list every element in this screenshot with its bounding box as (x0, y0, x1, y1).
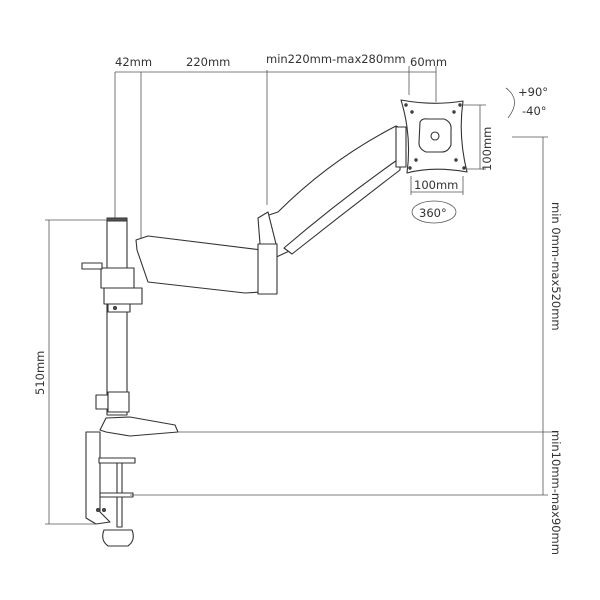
label-vesa-width: 100mm (414, 178, 458, 192)
label-tilt-down: -40° (522, 104, 547, 118)
label-head-offset: 60mm (410, 55, 447, 69)
label-arm1-length: 220mm (186, 55, 230, 69)
height-dimension-lines (45, 136, 556, 525)
label-pole-height: 510mm (33, 351, 47, 395)
label-height-range: min 0mm-max520mm (549, 202, 563, 331)
vesa-plate (400, 99, 486, 195)
top-dimension-lines (114, 66, 437, 240)
label-arm2-length: min220mm-max280mm (266, 52, 406, 66)
label-rotation: 360° (419, 206, 447, 220)
rotation-ellipse (411, 200, 457, 224)
label-desk-thickness: min10mm-max90mm (549, 430, 563, 555)
desk-clamp (85, 416, 179, 547)
lower-arm (135, 211, 278, 295)
tilt-arrow-icon (505, 87, 515, 119)
upper-arm (259, 125, 407, 261)
label-pole-offset: 42mm (115, 55, 152, 69)
label-tilt-up: +90° (518, 85, 548, 99)
pole (81, 217, 143, 416)
label-vesa-height: 100mm (480, 127, 494, 171)
